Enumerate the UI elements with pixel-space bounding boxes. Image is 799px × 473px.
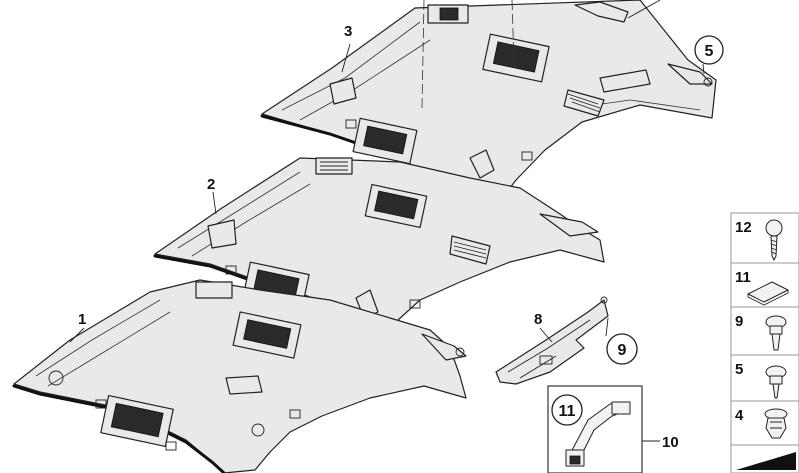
rivet-icon: [765, 315, 787, 351]
headliner-1[interactable]: [12, 279, 467, 473]
legend-label-11: 11: [735, 269, 751, 286]
headliner-3[interactable]: [260, 0, 717, 233]
callout-1: 1: [78, 311, 86, 328]
leader-lines: [69, 0, 705, 442]
legend-item-4[interactable]: 4: [730, 400, 799, 446]
parts-legend: 12 11 9: [730, 212, 799, 473]
callout-11-circle: 11: [551, 394, 583, 426]
legend-item-11[interactable]: 11: [730, 262, 799, 308]
legend-label-4: 4: [735, 407, 744, 424]
pad-icon: [747, 281, 789, 306]
callout-2: 2: [207, 176, 215, 193]
legend-label-5: 5: [735, 361, 743, 378]
push-clip-icon: [764, 408, 788, 439]
callout-9: 9: [618, 342, 627, 359]
corner-marker-icon: [736, 452, 796, 470]
legend-item-marker: [730, 444, 799, 473]
callout-10: 10: [662, 434, 679, 451]
screw-icon: [765, 219, 783, 261]
clip-screw-icon: [765, 365, 787, 399]
callout-9-circle: 9: [606, 333, 638, 365]
legend-item-9[interactable]: 9: [730, 306, 799, 356]
legend-item-5[interactable]: 5: [730, 354, 799, 402]
legend-label-9: 9: [735, 313, 743, 330]
callout-8: 8: [534, 311, 542, 328]
callout-3: 3: [344, 23, 352, 40]
callout-5-circle: 5: [694, 35, 724, 65]
legend-item-12[interactable]: 12: [730, 212, 799, 264]
bracket-8[interactable]: [495, 296, 609, 385]
legend-label-12: 12: [735, 219, 752, 236]
callout-5: 5: [705, 43, 714, 60]
callout-11: 11: [559, 403, 576, 420]
